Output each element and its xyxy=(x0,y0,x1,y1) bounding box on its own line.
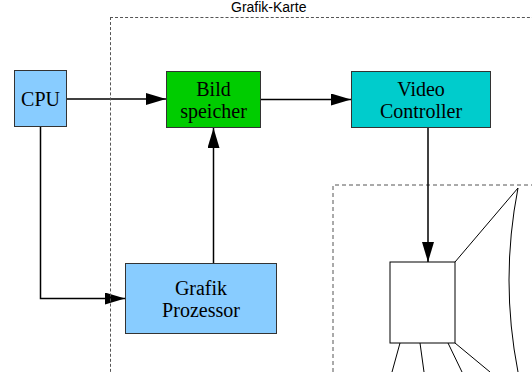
monitor-stand xyxy=(392,343,462,372)
box-label: Grafik Prozessor xyxy=(151,277,251,321)
data-flow-arrow xyxy=(41,127,126,299)
frame-buffer-box: Bild speicher xyxy=(166,71,261,128)
video-controller-box: Video Controller xyxy=(351,71,491,128)
video-signal-arrow xyxy=(427,127,429,262)
monitor-screen xyxy=(455,188,518,372)
graphics-processor-box: Grafik Prozessor xyxy=(125,263,277,334)
box-label: CPU xyxy=(21,88,60,110)
frame-title: Grafik-Karte xyxy=(229,0,308,15)
box-label: Bild speicher xyxy=(173,78,255,122)
monitor-region xyxy=(333,185,532,372)
data-flow-arrow xyxy=(67,98,166,100)
data-flow-arrow xyxy=(261,99,351,101)
cpu-box: CPU xyxy=(14,70,67,127)
box-label: Video Controller xyxy=(364,78,479,122)
monitor-body xyxy=(390,262,455,343)
data-flow-arrow xyxy=(213,128,215,263)
graphics-card-frame: Grafik-KarteBild speicherVideo Controlle… xyxy=(110,17,532,372)
